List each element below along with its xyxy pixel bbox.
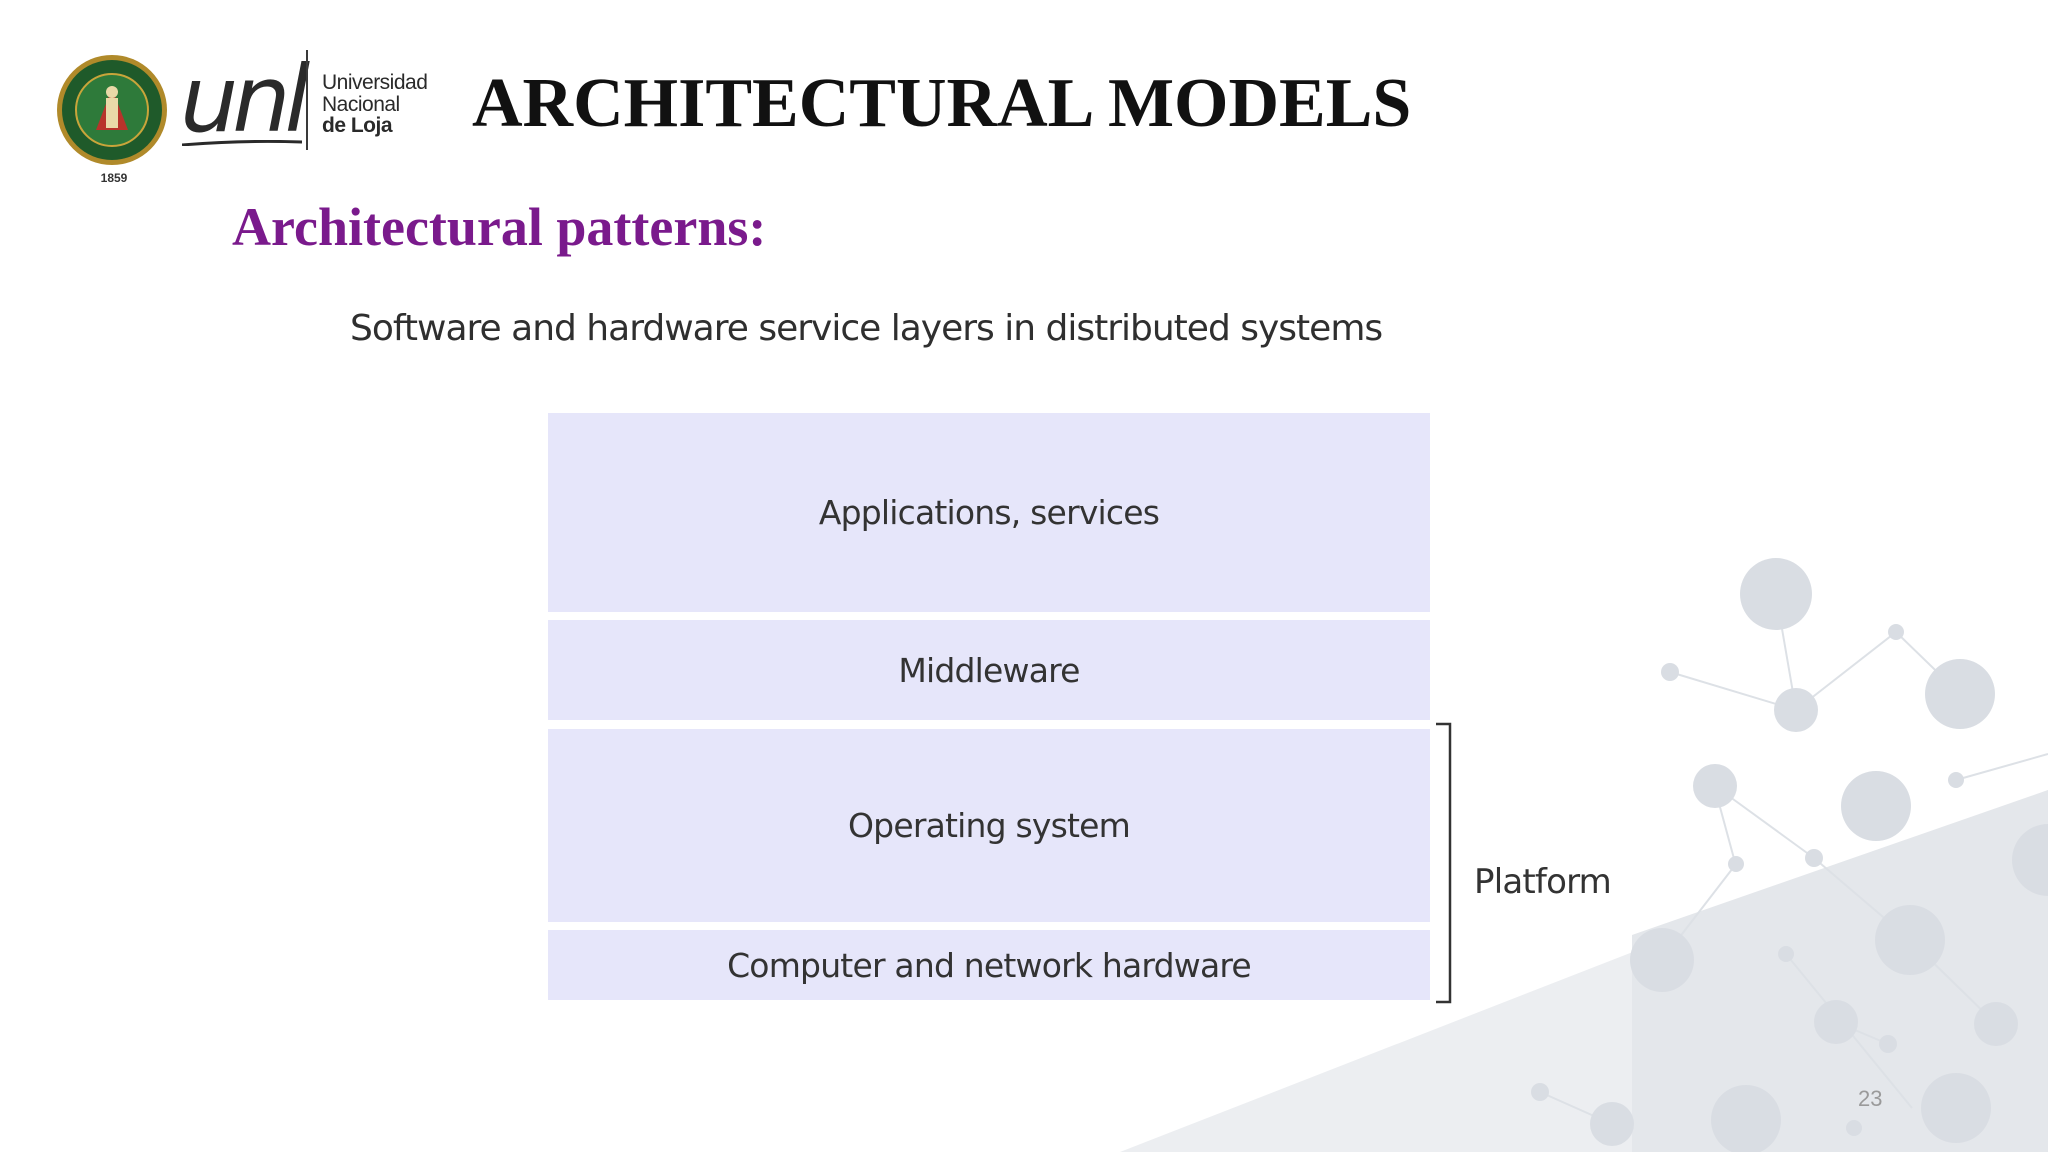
unl-wordmark: unl — [180, 46, 310, 153]
university-name-line-3: de Loja — [322, 114, 393, 137]
layer-label: Operating system — [848, 806, 1131, 845]
layer-label: Middleware — [898, 650, 1080, 690]
layer-computer-network-hardware: Computer and network hardware — [548, 930, 1430, 1000]
platform-bracket — [1436, 722, 1452, 1004]
layer-applications-services: Applications, services — [548, 413, 1430, 612]
page-title: ARCHITECTURAL MODELS — [472, 65, 1412, 142]
layer-label: Computer and network hardware — [727, 945, 1252, 985]
slide-number: 23 — [1858, 1086, 1883, 1111]
logo-divider — [306, 50, 308, 150]
layer-middleware: Middleware — [548, 620, 1430, 720]
diagram-caption: Software and hardware service layers in … — [350, 308, 1383, 349]
layer-operating-system: Operating system — [548, 729, 1430, 922]
section-title: Architectural patterns: — [232, 197, 767, 257]
unl-underline-swoosh — [182, 140, 302, 146]
university-name-line-2: Nacional — [322, 93, 400, 116]
seal-year: 1859 — [100, 171, 128, 185]
platform-label: Platform — [1474, 862, 1612, 902]
layer-label: Applications, services — [818, 493, 1160, 532]
university-name-line-1: Universidad — [322, 71, 428, 94]
university-seal-logo — [57, 55, 167, 165]
